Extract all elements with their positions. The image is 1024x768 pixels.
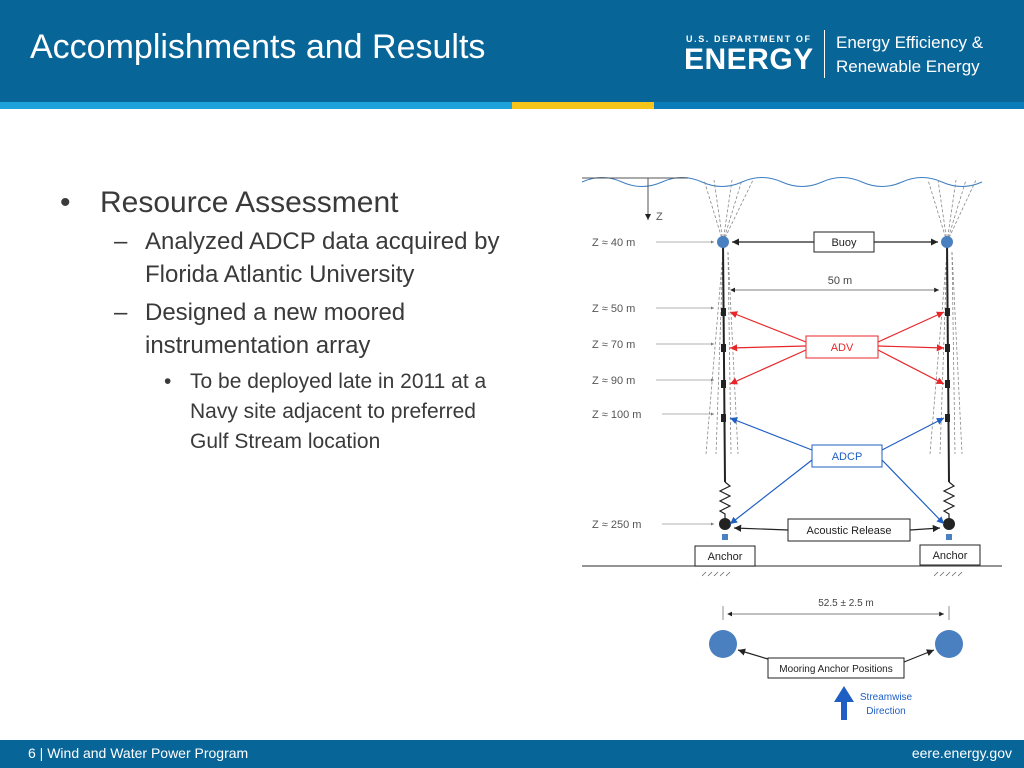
adv-label: ADV xyxy=(831,342,854,354)
accent-stripe-light xyxy=(0,102,512,109)
depth-scale: Z ≈ 40 m Z ≈ 50 m Z ≈ 70 m Z ≈ 90 m Z ≈ … xyxy=(592,237,641,531)
depth-label: Z ≈ 100 m xyxy=(592,409,641,421)
mooring-anchor-position-right xyxy=(935,630,963,658)
bullet-text: To be deployed late in 2011 at a Navy si… xyxy=(190,370,487,453)
acoustic-release-icon xyxy=(719,518,731,540)
eere-office-line-1: Energy Efficiency & xyxy=(836,33,984,52)
spacing-label: 50 m xyxy=(828,275,852,287)
bullet-text: Analyzed ADCP data acquired by Florida A… xyxy=(145,228,500,288)
bullet-subitem: – Designed a new moored instrumentation … xyxy=(60,296,500,362)
depth-label: Z ≈ 40 m xyxy=(592,237,635,249)
buoy-label: Buoy xyxy=(831,237,857,249)
wave-line-icon xyxy=(581,177,983,187)
depth-label: Z ≈ 50 m xyxy=(592,303,635,315)
slide-title: Accomplishments and Results xyxy=(30,28,486,66)
footer-band: 6 | Wind and Water Power Program eere.en… xyxy=(0,740,1024,768)
doe-department-line: U.S. DEPARTMENT OF xyxy=(686,34,812,44)
dash-mark: – xyxy=(114,228,128,255)
bullet-list: • Resource Assessment – Analyzed ADCP da… xyxy=(60,185,500,457)
depth-label: Z ≈ 90 m xyxy=(592,375,635,387)
streamwise-label-2: Direction xyxy=(866,706,905,717)
mooring-diagram: Z Z ≈ 40 m Z ≈ 50 m Z ≈ 70 m Z ≈ 90 m Z … xyxy=(581,177,1002,720)
adcp-label: ADCP xyxy=(832,451,863,463)
acoustic-release-label: Acoustic Release xyxy=(807,525,892,537)
arrow-up-icon xyxy=(834,686,854,720)
acoustic-release-icon xyxy=(943,518,955,540)
spring-icon xyxy=(718,481,732,518)
logo-divider xyxy=(824,30,825,78)
accent-stripe-blue xyxy=(654,102,1024,109)
buoy-float-icon xyxy=(717,236,729,248)
bullet-mark: • xyxy=(60,186,71,219)
z-axis-label: Z xyxy=(656,211,663,223)
header-band: Accomplishments and Results U.S. DEPARTM… xyxy=(0,0,1024,102)
bullet-text: Designed a new moored instrumentation ar… xyxy=(145,299,406,359)
mooring-positions-label: Mooring Anchor Positions xyxy=(779,664,892,675)
depth-label: Z ≈ 250 m xyxy=(592,519,641,531)
accent-stripe-yellow xyxy=(512,102,654,109)
anchor-label-left: Anchor xyxy=(708,551,743,563)
plan-spacing-label: 52.5 ± 2.5 m xyxy=(818,598,874,609)
buoy-float-icon xyxy=(941,236,953,248)
bullet-subitem: – Analyzed ADCP data acquired by Florida… xyxy=(60,225,500,291)
eere-office-line-2: Renewable Energy xyxy=(836,57,980,76)
bullet-mark: • xyxy=(164,370,172,393)
anchor-label-right: Anchor xyxy=(933,550,968,562)
doe-energy-word: ENERGY xyxy=(684,43,814,76)
depth-label: Z ≈ 70 m xyxy=(592,339,635,351)
footer-website: eere.energy.gov xyxy=(911,745,1012,761)
footer-program: 6 | Wind and Water Power Program xyxy=(28,745,249,761)
bullet-text: Resource Assessment xyxy=(100,186,399,219)
bullet-subsubitem: • To be deployed late in 2011 at a Navy … xyxy=(60,367,500,457)
streamwise-label-1: Streamwise xyxy=(860,692,913,703)
dash-mark: – xyxy=(114,299,128,326)
spring-icon xyxy=(942,481,956,518)
mooring-anchor-position-left xyxy=(709,630,737,658)
bullet-item: • Resource Assessment xyxy=(60,185,500,221)
